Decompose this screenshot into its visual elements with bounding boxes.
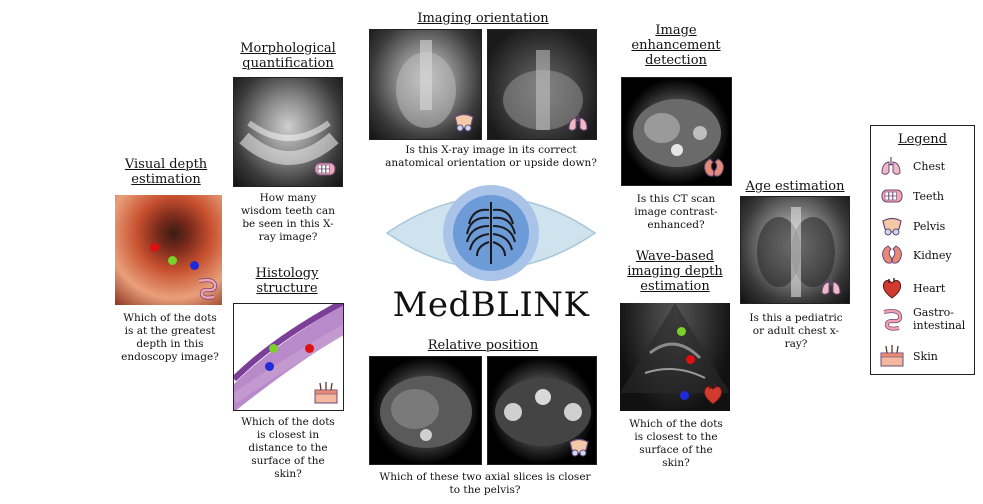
dental-panoramic-xray-image	[233, 77, 343, 187]
legend-item-skin: Skin	[879, 343, 938, 369]
legend-item-pelvis: Pelvis	[879, 213, 945, 239]
age-estimation-title: Age estimation	[745, 179, 845, 194]
endoscopy-image	[115, 195, 222, 305]
enhancement-title: Image enhancement detection	[631, 23, 721, 68]
legend-title: Legend	[897, 132, 948, 147]
lungs-icon	[568, 113, 588, 131]
lungs-icon	[881, 157, 901, 175]
pelvis-icon	[454, 113, 474, 132]
ultrasound-image	[620, 303, 730, 411]
morphological-question: How many wisdom teeth can be seen in thi…	[241, 192, 335, 243]
endoscopy-dot-green	[168, 256, 177, 265]
histology-question: Which of the dots is closest in distance…	[241, 416, 335, 480]
pelvis-icon	[569, 438, 589, 457]
teeth-icon	[314, 162, 336, 176]
legend-label: Gastro-intestinal	[913, 306, 966, 332]
visual-depth-question: Which of the dots is at the greatest dep…	[121, 312, 219, 363]
imaging-orientation-question: Is this X-ray image in its correct anato…	[385, 144, 597, 169]
skin-icon	[314, 382, 338, 404]
ultrasound-dot-green	[677, 327, 686, 336]
legend-item-chest: Chest	[879, 153, 945, 179]
ribcage-icon	[466, 202, 516, 264]
heart-icon	[882, 278, 902, 299]
histology-dot-red	[305, 344, 314, 353]
morphological-quantification-title: Morphological quantification	[240, 41, 336, 71]
relative-position-question: Which of these two axial slices is close…	[379, 471, 591, 496]
endoscopy-dot-red	[150, 243, 159, 252]
axial-ct-slice-1-image	[369, 356, 482, 465]
legend-item-teeth: Teeth	[879, 183, 944, 209]
legend-label: Kidney	[913, 248, 952, 262]
imaging-orientation-title: Imaging orientation	[417, 11, 549, 26]
brand-title: MedBLINK	[392, 285, 590, 325]
pediatric-chest-xray-image	[740, 196, 850, 304]
skin-icon	[880, 345, 904, 367]
kidney-icon	[704, 158, 724, 177]
enhancement-question: Is this CT scan image contrast-enhanced?	[634, 193, 718, 231]
histology-dot-blue	[265, 362, 274, 371]
visual-depth-title: Visual depth estimation	[124, 157, 208, 187]
relative-position-title: Relative position	[427, 338, 539, 353]
teeth-icon	[881, 189, 903, 203]
legend-label: Pelvis	[913, 219, 946, 233]
intestine-icon	[883, 309, 903, 331]
kidney-icon	[882, 245, 902, 264]
legend-item-heart: Heart	[879, 275, 945, 301]
legend-label: Skin	[913, 349, 938, 363]
histology-title: Histology structure	[255, 266, 319, 296]
histology-image	[233, 303, 344, 411]
ultrasound-dot-blue	[680, 391, 689, 400]
legend-item-kidney: Kidney	[879, 242, 952, 268]
intestine-icon	[198, 278, 218, 300]
histology-dot-green	[269, 344, 278, 353]
wave-depth-title: Wave-based imaging depth estimation	[627, 249, 723, 294]
legend-label: Chest	[913, 159, 946, 173]
contrast-ct-image	[621, 77, 732, 186]
ultrasound-dot-red	[686, 355, 695, 364]
legend: Legend Chest Teeth Pelvis Kidney	[870, 125, 975, 375]
xray-chest-upside-down-image	[487, 29, 597, 140]
legend-label: Heart	[913, 281, 946, 295]
axial-ct-slice-2-image	[487, 356, 597, 465]
legend-item-gastro: Gastro-intestinal	[879, 306, 969, 332]
age-estimation-question: Is this a pediatric or adult chest x-ray…	[749, 312, 843, 350]
wave-depth-question: Which of the dots is closest to the surf…	[629, 418, 723, 469]
lungs-icon	[821, 277, 841, 295]
eye-logo	[385, 185, 597, 281]
heart-icon	[703, 384, 723, 405]
endoscopy-dot-blue	[190, 261, 199, 270]
xray-pelvis-upright-image	[369, 29, 482, 140]
legend-label: Teeth	[913, 189, 945, 203]
pelvis-icon	[882, 217, 902, 236]
